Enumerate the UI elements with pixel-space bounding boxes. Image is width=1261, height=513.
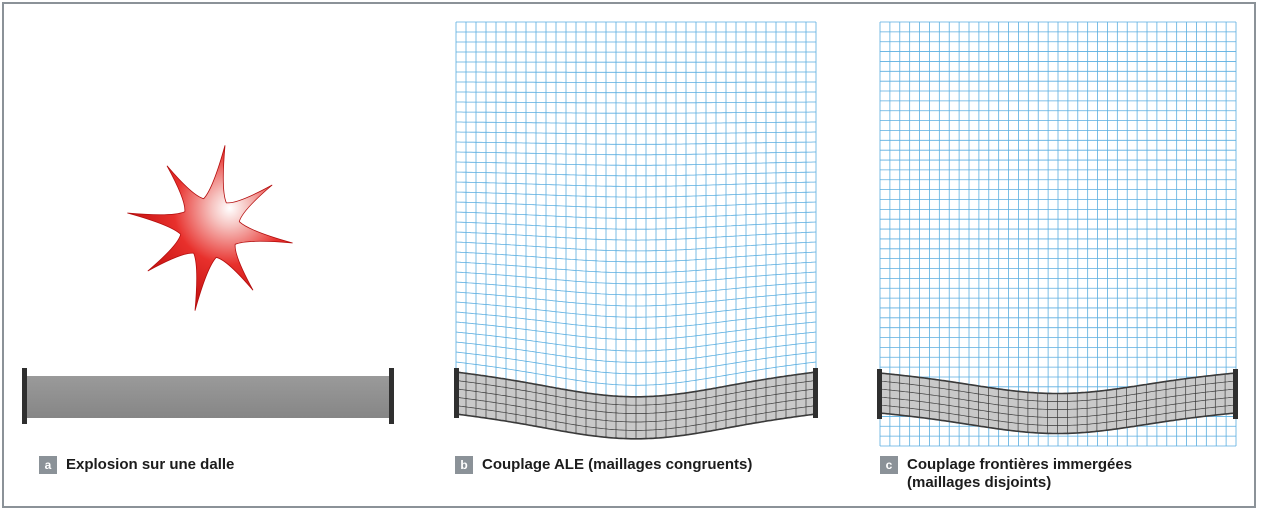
caption-b-text: Couplage ALE (maillages congruents) <box>482 456 753 473</box>
left-support <box>877 369 882 419</box>
panel-a <box>22 145 394 424</box>
panel-b <box>454 21 818 440</box>
caption-c-text: Couplage frontières immergées(maillages … <box>907 456 1133 491</box>
deformed-slab-mesh-ale <box>455 371 817 440</box>
right-support <box>389 368 394 424</box>
caption-b: b Couplage ALE (maillages congruents) <box>455 456 752 474</box>
slab <box>26 376 390 418</box>
panel-label-b: b <box>455 456 473 474</box>
deformed-slab-mesh-immersed <box>879 372 1236 435</box>
panel-c <box>877 21 1238 447</box>
panel-label-c: c <box>880 456 898 474</box>
left-support <box>22 368 27 424</box>
panel-label-a: a <box>39 456 57 474</box>
right-support <box>1233 369 1238 419</box>
caption-a: a Explosion sur une dalle <box>39 456 234 474</box>
explosion-star-icon <box>127 145 293 311</box>
caption-c: c Couplage frontières immergées(maillage… <box>880 456 1227 492</box>
fluid-mesh-ale <box>455 21 817 398</box>
left-support <box>454 368 459 418</box>
right-support <box>813 368 818 418</box>
caption-a-text: Explosion sur une dalle <box>66 456 235 473</box>
